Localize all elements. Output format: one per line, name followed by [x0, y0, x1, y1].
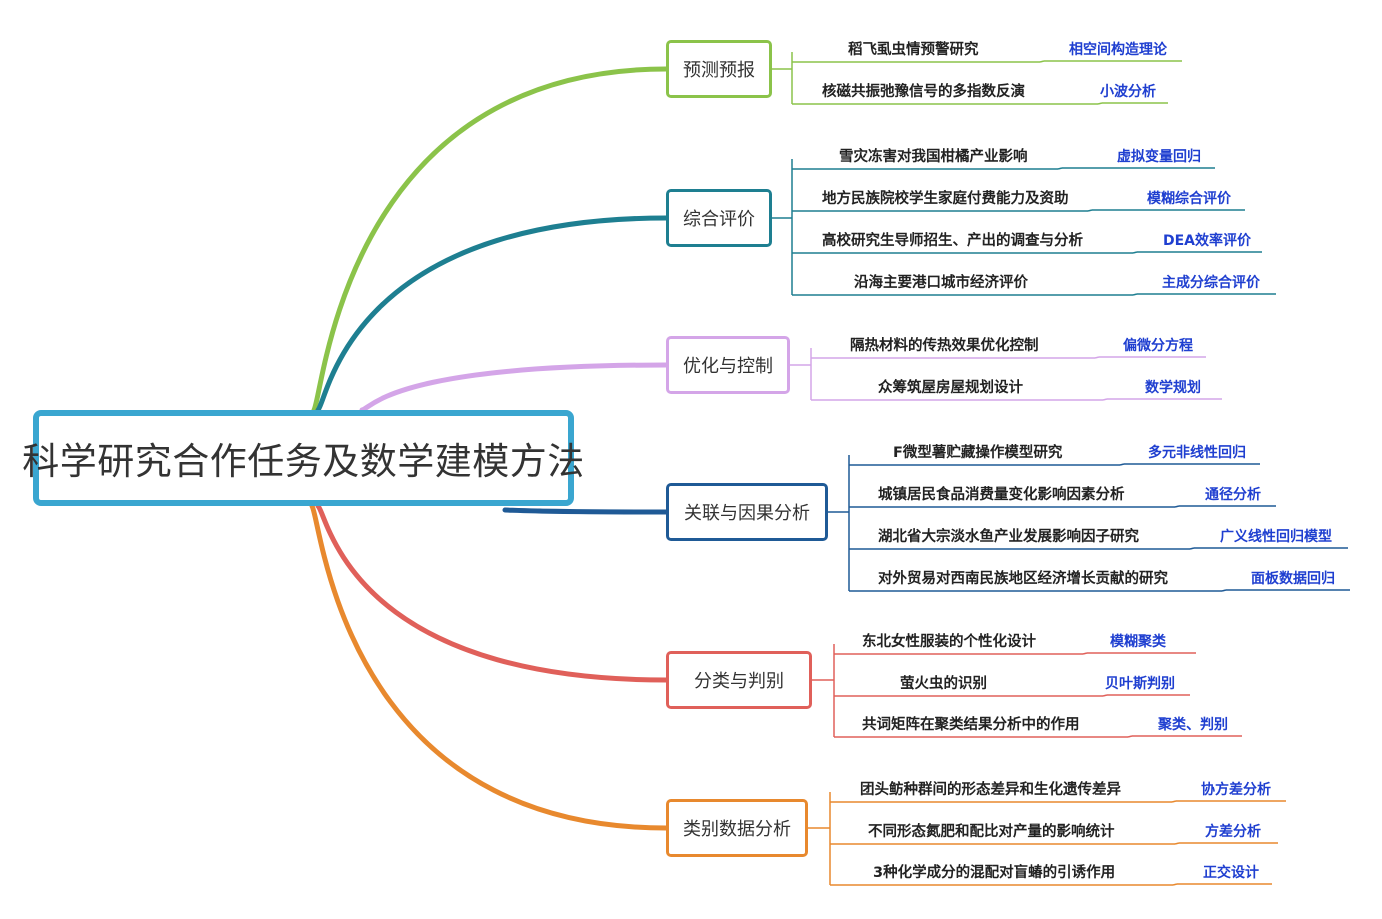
- method-connector: [1171, 800, 1177, 803]
- method-label[interactable]: 方差分析: [1205, 824, 1261, 840]
- method-connector: [1094, 356, 1100, 359]
- branch-connector-6: [309, 503, 669, 831]
- subtopic-label[interactable]: 核磁共振弛豫信号的多指数反演: [822, 84, 1025, 100]
- method-label[interactable]: 广义线性回归模型: [1220, 529, 1332, 545]
- subtopic-label[interactable]: 城镇居民食品消费量变化影响因素分析: [878, 487, 1125, 503]
- method-connector: [1119, 463, 1125, 466]
- branch-connector-1: [311, 66, 669, 413]
- method-label[interactable]: 数学规划: [1145, 380, 1201, 396]
- branch-label: 优化与控制: [683, 356, 773, 377]
- method-connector: [1039, 60, 1045, 63]
- branch-connector-3: [359, 362, 669, 413]
- method-connector: [1172, 883, 1178, 886]
- branch-node-2[interactable]: 综合评价: [666, 189, 772, 247]
- branch-label: 关联与因果分析: [684, 503, 810, 524]
- subtopic-label[interactable]: 稻飞虱虫情预警研究: [848, 42, 979, 58]
- subtopic-label[interactable]: 雪灾冻害对我国柑橘产业影响: [839, 149, 1028, 165]
- branch-connector-5: [315, 503, 669, 683]
- branch-connector-2: [315, 215, 669, 413]
- subtopic-label[interactable]: 沿海主要港口城市经济评价: [854, 275, 1028, 291]
- branch-label: 综合评价: [683, 209, 755, 230]
- method-label[interactable]: 主成分综合评价: [1162, 275, 1260, 291]
- branch-node-1[interactable]: 预测预报: [666, 40, 772, 98]
- method-label[interactable]: 正交设计: [1203, 865, 1259, 881]
- method-label[interactable]: 聚类、判别: [1158, 717, 1228, 733]
- branch-node-3[interactable]: 优化与控制: [666, 336, 790, 394]
- subtopic-label[interactable]: 3种化学成分的混配对盲蝽的引诱作用: [873, 865, 1116, 881]
- method-connector: [1132, 251, 1138, 254]
- branch-node-4[interactable]: 关联与因果分析: [666, 483, 828, 541]
- method-label[interactable]: 模糊综合评价: [1147, 191, 1231, 207]
- method-label[interactable]: 协方差分析: [1201, 782, 1271, 798]
- method-label[interactable]: 贝叶斯判别: [1105, 676, 1175, 692]
- central-topic[interactable]: 科学研究合作任务及数学建模方法: [22, 410, 584, 506]
- method-connector: [1132, 293, 1138, 296]
- subtopic-label[interactable]: 共词矩阵在聚类结果分析中的作用: [862, 717, 1080, 733]
- method-connector: [1102, 694, 1108, 697]
- subtopic-label[interactable]: 地方民族院校学生家庭付费能力及资助: [822, 191, 1069, 207]
- subtopic-label[interactable]: F微型薯贮藏操作模型研究: [893, 445, 1063, 461]
- subtopic-label[interactable]: 隔热材料的传热效果优化控制: [850, 338, 1039, 354]
- method-connector: [1221, 589, 1227, 592]
- branch-node-6[interactable]: 类别数据分析: [666, 799, 808, 857]
- subtopic-label[interactable]: 湖北省大宗淡水鱼产业发展影响因子研究: [878, 529, 1139, 545]
- method-connector: [1097, 102, 1103, 105]
- method-label[interactable]: 虚拟变量回归: [1117, 149, 1201, 165]
- method-label[interactable]: 小波分析: [1100, 84, 1156, 100]
- method-connector: [1189, 547, 1195, 550]
- method-connector: [1127, 735, 1133, 738]
- subtopic-label[interactable]: 对外贸易对西南民族地区经济增长贡献的研究: [878, 571, 1168, 587]
- method-connector: [1102, 398, 1108, 401]
- subtopic-label[interactable]: 东北女性服装的个性化设计: [862, 634, 1036, 650]
- branch-label: 分类与判别: [694, 671, 784, 692]
- method-connector: [1174, 505, 1180, 508]
- branch-connector-4: [502, 507, 669, 515]
- subtopic-label[interactable]: 高校研究生导师招生、产出的调查与分析: [822, 233, 1083, 249]
- method-connector: [1174, 842, 1180, 845]
- method-label[interactable]: 多元非线性回归: [1148, 445, 1246, 461]
- method-label[interactable]: 通径分析: [1205, 487, 1261, 503]
- method-label[interactable]: 偏微分方程: [1123, 338, 1193, 354]
- branch-node-5[interactable]: 分类与判别: [666, 651, 812, 709]
- method-label[interactable]: 面板数据回归: [1251, 571, 1335, 587]
- method-connector: [1057, 167, 1063, 170]
- method-label[interactable]: 模糊聚类: [1110, 634, 1166, 650]
- subtopic-label[interactable]: 不同形态氮肥和配比对产量的影响统计: [868, 824, 1115, 840]
- branch-label: 类别数据分析: [683, 819, 791, 840]
- branch-label: 预测预报: [683, 60, 755, 81]
- subtopic-label[interactable]: 众筹筑屋房屋规划设计: [878, 380, 1023, 396]
- subtopic-label[interactable]: 团头鲂种群间的形态差异和生化遗传差异: [860, 782, 1121, 798]
- method-label[interactable]: DEA效率评价: [1163, 233, 1252, 249]
- method-connector: [1082, 652, 1088, 655]
- subtopic-label[interactable]: 萤火虫的识别: [900, 676, 987, 692]
- central-topic-label: 科学研究合作任务及数学建模方法: [22, 440, 585, 483]
- method-connector: [1087, 209, 1093, 212]
- method-label[interactable]: 相空间构造理论: [1069, 42, 1167, 58]
